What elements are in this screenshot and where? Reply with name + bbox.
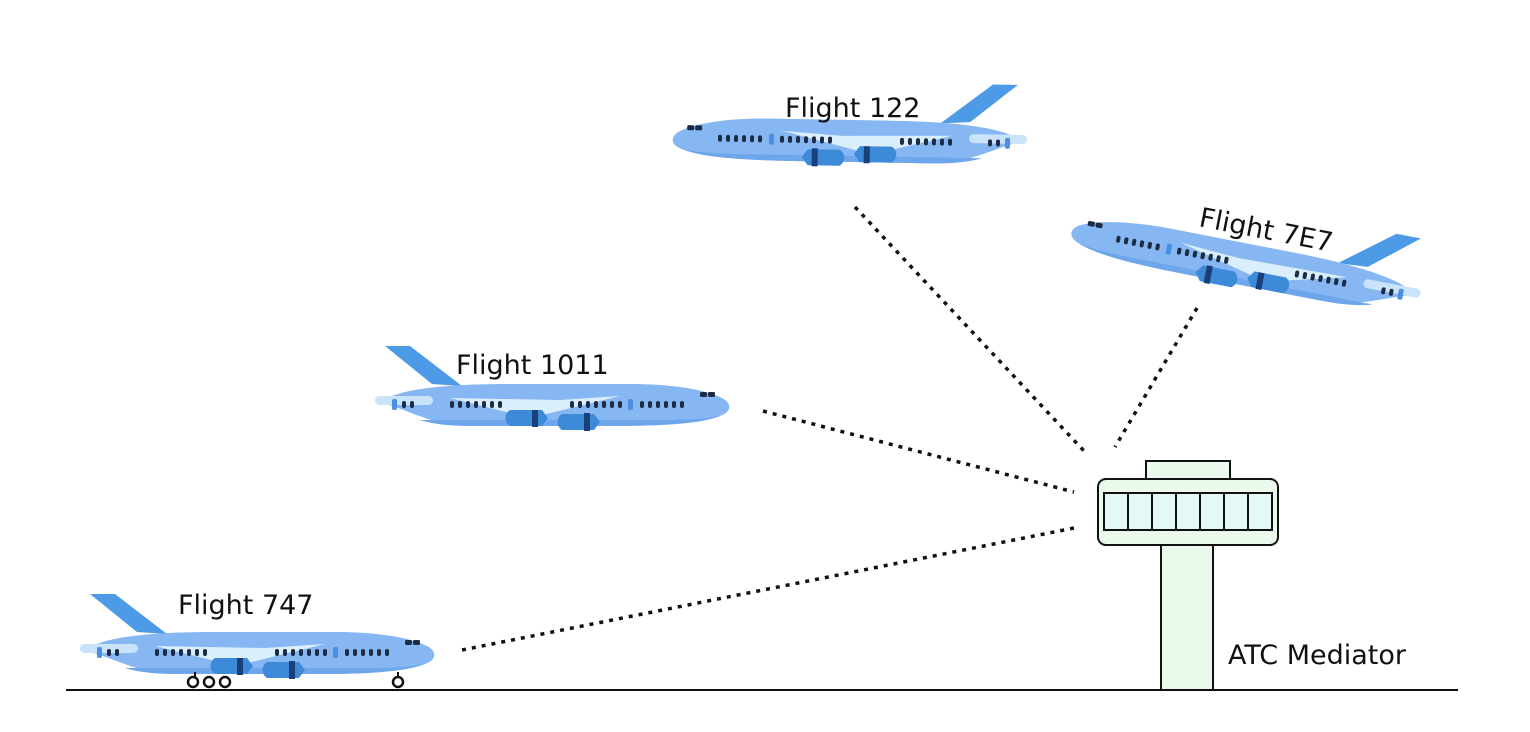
flight-1011-label: Flight 1011 — [456, 350, 609, 381]
airplane-icon — [1066, 172, 1431, 324]
link-flight-122 — [853, 205, 1087, 454]
flight-747-label: Flight 747 — [178, 590, 314, 621]
control-tower-icon — [1097, 460, 1279, 691]
link-flight-747 — [461, 526, 1075, 652]
airplane-on-ground-icon — [80, 594, 435, 689]
mediator-label: ATC Mediator — [1228, 640, 1407, 671]
link-flight-1011 — [762, 409, 1075, 494]
flight-122-label: Flight 122 — [785, 93, 921, 124]
link-flight-7e7 — [1113, 307, 1199, 448]
